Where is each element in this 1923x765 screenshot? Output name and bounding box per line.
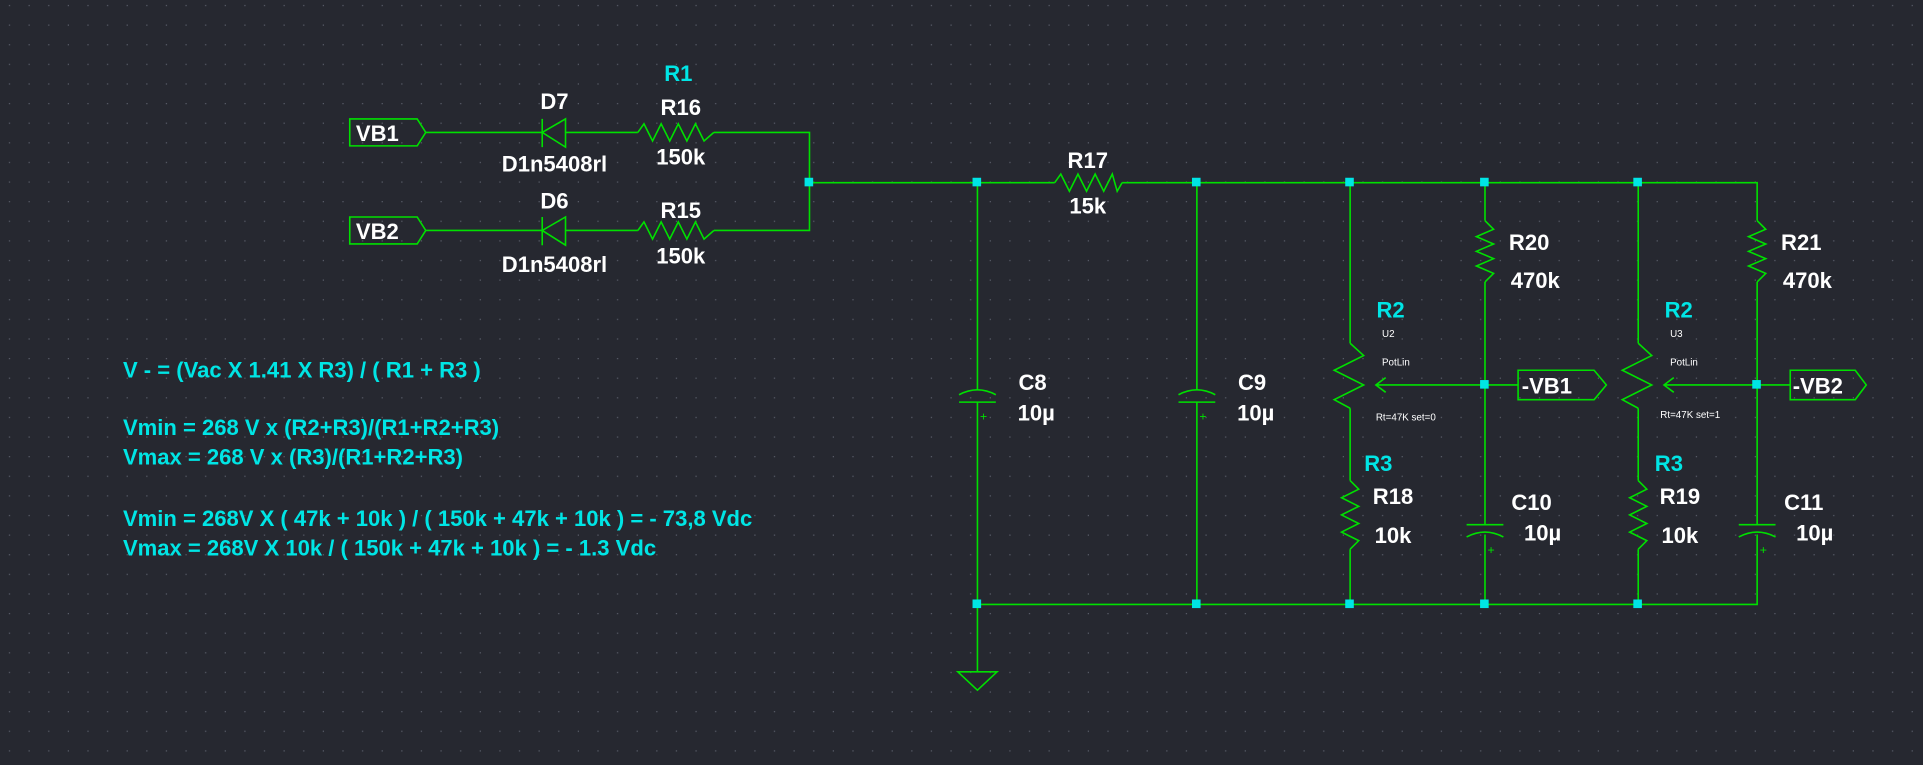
capacitor-c9[interactable]: +: [1178, 389, 1216, 424]
equation-4: Vmin = 268V X ( 47k + 10k ) / ( 150k + 4…: [123, 506, 752, 531]
port-vb1[interactable]: VB1: [348, 118, 427, 147]
c11-value: 10µ: [1796, 521, 1833, 546]
diode-d6[interactable]: [540, 215, 567, 247]
r18-value: 10k: [1375, 523, 1413, 548]
wire: [976, 182, 1198, 605]
ground-symbol: [955, 671, 1000, 692]
resistor-r17[interactable]: [1054, 171, 1123, 194]
svg-text:+: +: [1488, 543, 1495, 557]
c8-value: 10µ: [1018, 401, 1055, 426]
svg-text:-VB2: -VB2: [1793, 374, 1843, 399]
resistor-r21[interactable]: [1746, 220, 1768, 283]
equation-3: Vmax = 268 V x (R3)/(R1+R2+R3): [123, 445, 463, 470]
wiper-arrow: [1374, 376, 1485, 393]
u3-alias: R2: [1665, 298, 1693, 323]
c9-ref: C9: [1238, 370, 1266, 395]
d6-value: D1n5408rl: [502, 252, 607, 277]
port-neg-vb1[interactable]: -VB1: [1517, 369, 1608, 401]
r17-ref: R17: [1068, 148, 1108, 173]
c10-ref: C10: [1511, 490, 1551, 515]
r18-ref: R18: [1373, 484, 1413, 509]
svg-text:-VB1: -VB1: [1522, 374, 1572, 399]
r16-alias: R1: [664, 61, 692, 86]
u2-params: Rt=47K set=0: [1376, 413, 1436, 424]
diode-d7[interactable]: [540, 117, 567, 149]
r21-value: 470k: [1783, 268, 1833, 293]
d7-ref: D7: [540, 89, 568, 114]
potentiometer-u2[interactable]: [1332, 342, 1366, 409]
d7-value: D1n5408rl: [502, 152, 607, 177]
r16-value: 150k: [656, 144, 706, 169]
u2-alias: R2: [1376, 298, 1404, 323]
capacitor-c8[interactable]: +: [958, 389, 997, 424]
d6-ref: D6: [540, 188, 568, 213]
junctions: [804, 177, 1761, 609]
potentiometer-u3[interactable]: [1620, 342, 1654, 409]
r19-value: 10k: [1662, 523, 1700, 548]
svg-text:VB2: VB2: [356, 219, 399, 244]
svg-text:+: +: [980, 410, 987, 424]
wire: [809, 181, 1758, 672]
capacitor-c10[interactable]: +: [1466, 523, 1504, 557]
r17-value: 15k: [1069, 193, 1107, 218]
svg-text:+: +: [1199, 410, 1206, 424]
equation-1: V - = (Vac X 1.41 X R3) / ( R1 + R3 ): [123, 358, 481, 383]
r20-ref: R20: [1509, 230, 1549, 255]
r15-value: 150k: [656, 244, 706, 269]
u3-params: Rt=47K set=1: [1660, 410, 1720, 421]
port-neg-vb2[interactable]: -VB2: [1789, 369, 1868, 401]
resistor-r18[interactable]: [1339, 480, 1361, 550]
equation-2: Vmin = 268 V x (R2+R3)/(R1+R2+R3): [123, 415, 499, 440]
equation-5: Vmax = 268V X 10k / ( 150k + 47k + 10k )…: [123, 535, 656, 560]
r21-ref: R21: [1781, 230, 1821, 255]
resistor-r15[interactable]: [637, 220, 715, 241]
c10-value: 10µ: [1524, 521, 1561, 546]
wire: [1349, 182, 1519, 605]
svg-text:VB1: VB1: [356, 121, 399, 146]
wiper-arrow: [1662, 376, 1758, 393]
resistor-r16[interactable]: [637, 122, 715, 143]
r16-ref: R16: [661, 95, 701, 120]
c11-ref: C11: [1784, 490, 1823, 515]
c9-value: 10µ: [1237, 401, 1274, 426]
resistor-r20[interactable]: [1474, 220, 1496, 283]
capacitor-c11[interactable]: +: [1738, 523, 1776, 557]
r18-alias: R3: [1364, 451, 1392, 476]
u3-ref: U3: [1670, 329, 1683, 340]
r19-alias: R3: [1655, 451, 1683, 476]
r19-ref: R19: [1660, 484, 1700, 509]
u3-model: PotLin: [1670, 357, 1698, 368]
resistor-r19[interactable]: [1627, 480, 1649, 550]
port-vb2[interactable]: VB2: [348, 216, 427, 245]
r20-value: 470k: [1511, 268, 1561, 293]
svg-text:+: +: [1760, 543, 1767, 557]
u2-model: PotLin: [1382, 357, 1410, 368]
c8-ref: C8: [1019, 370, 1047, 395]
r15-ref: R15: [661, 198, 701, 223]
u2-ref: U2: [1382, 329, 1395, 340]
wire: [1637, 182, 1791, 605]
